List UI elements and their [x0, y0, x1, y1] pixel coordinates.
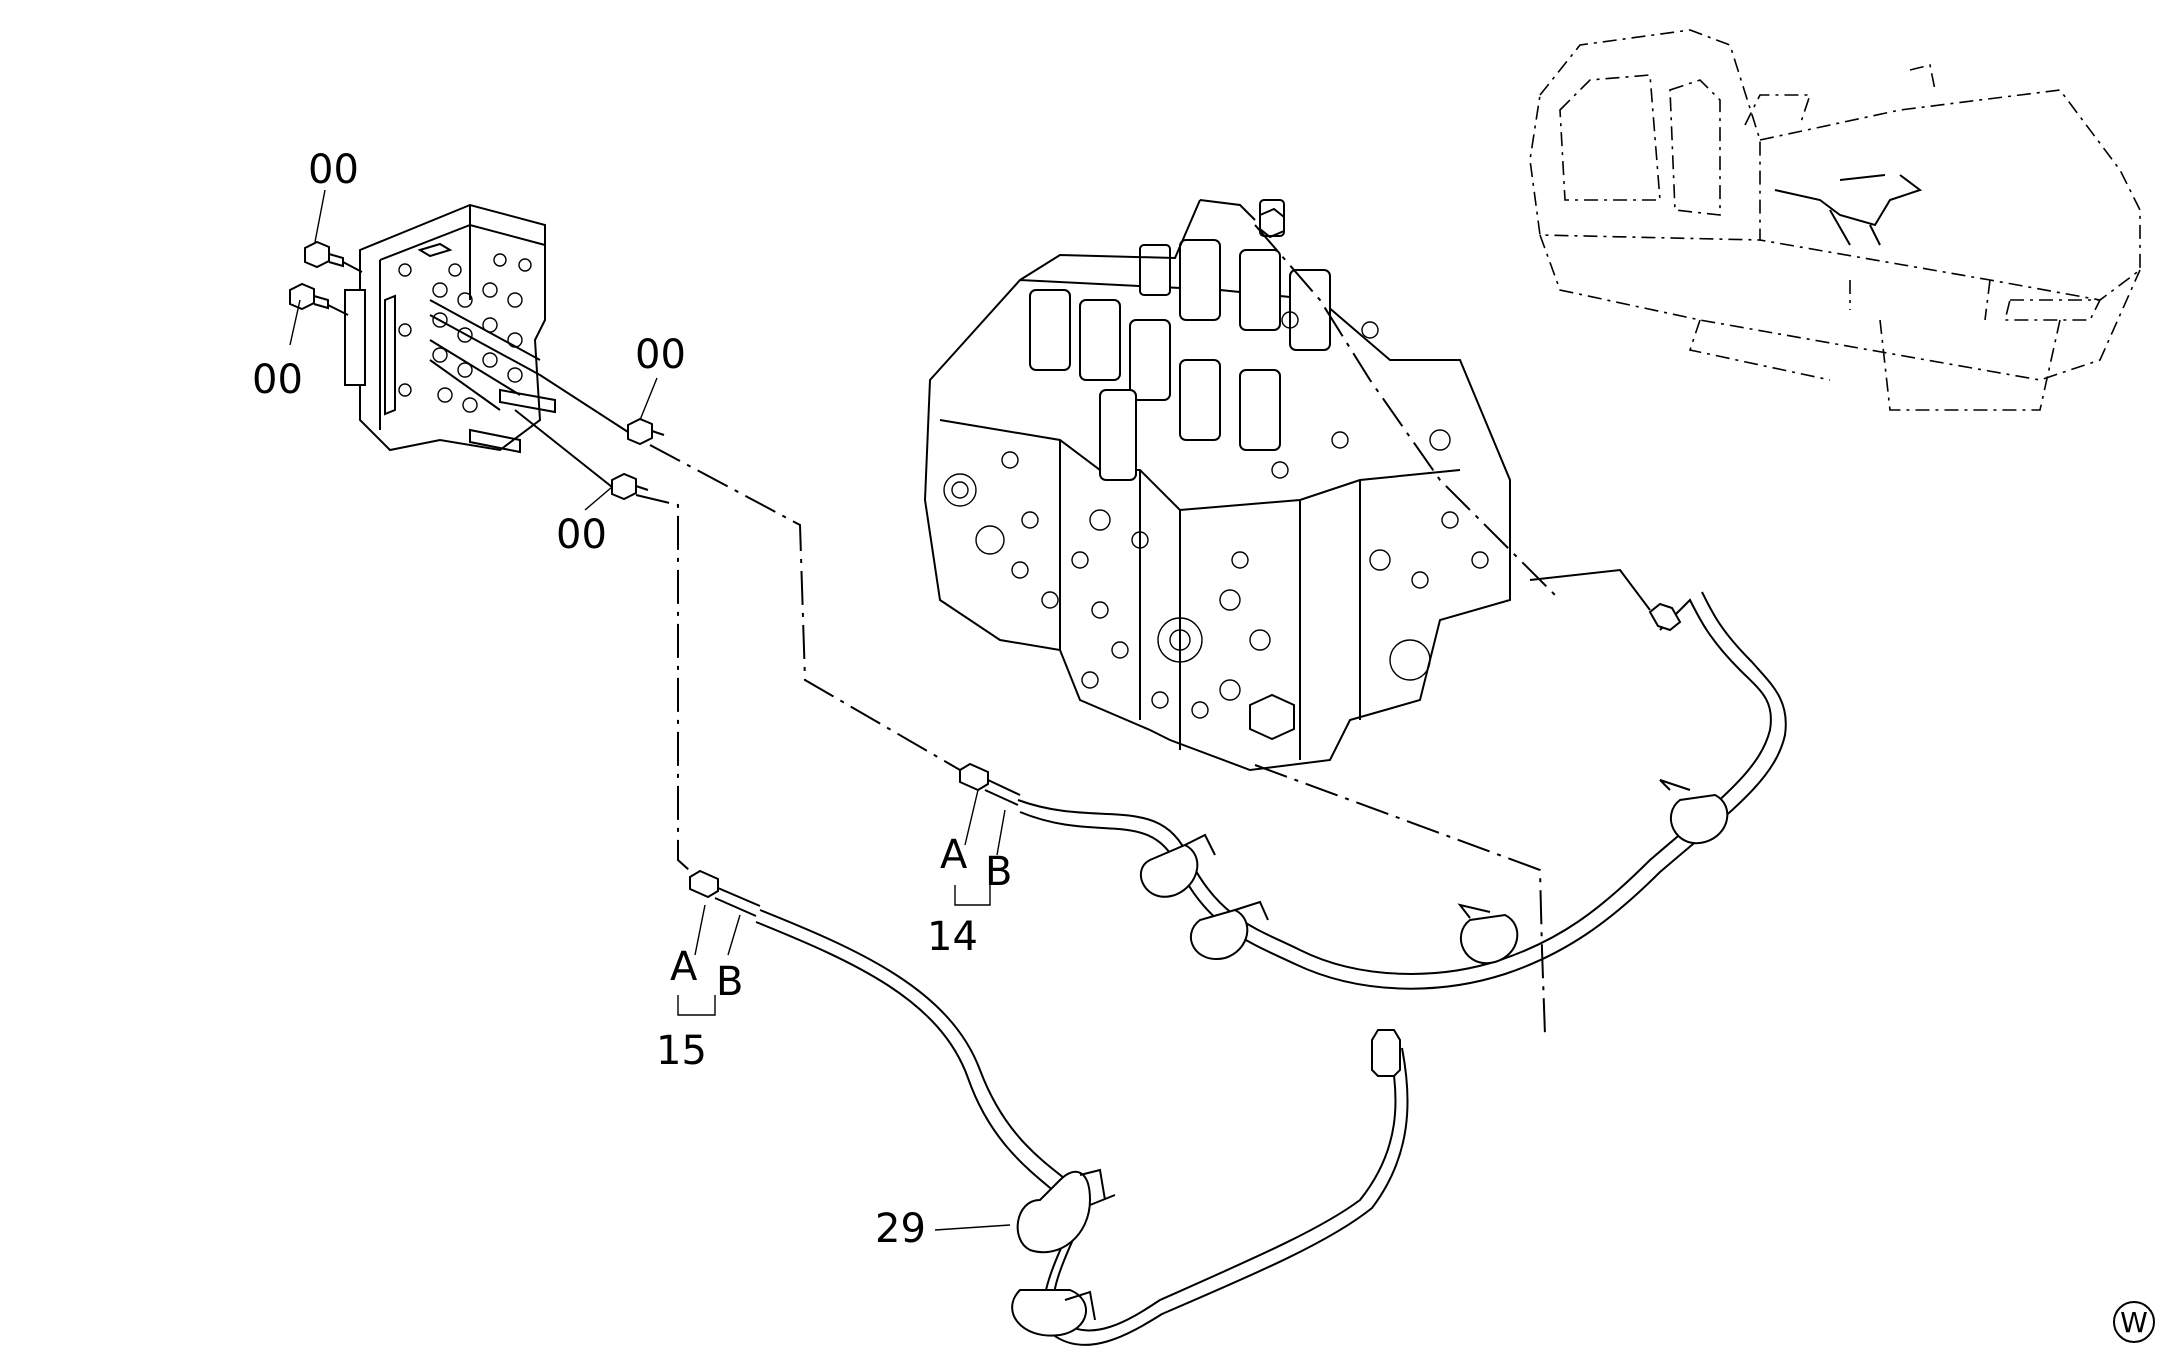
version-mark: W [2113, 1301, 2155, 1343]
clamp-hose14-b[interactable] [1189, 900, 1269, 961]
control-valve [923, 199, 1511, 772]
callout-hose14-port-a: A [940, 832, 968, 878]
version-mark-letter: W [2120, 1306, 2148, 1339]
callout-fitting-top: 00 [308, 147, 359, 193]
callout-fitting-left: 00 [252, 357, 303, 403]
routing-line-right-upper [1529, 568, 1651, 611]
pilot-line-upper [539, 374, 629, 433]
pilot-valve-block [344, 203, 556, 454]
routing-line-15 [635, 494, 701, 881]
clamp-hose14-c[interactable] [1457, 903, 1519, 965]
excavator-outline [1529, 29, 2141, 411]
routing-line-14 [649, 444, 961, 771]
leaders [289, 189, 1011, 1231]
fitting-mid[interactable] [627, 417, 665, 446]
callout-hose15-number: 15 [656, 1028, 707, 1074]
callout-fitting-mid: 00 [635, 332, 686, 378]
callout-clamp-29: 29 [875, 1206, 926, 1252]
fitting-left[interactable] [289, 282, 349, 316]
pilot-line-lower [514, 409, 613, 488]
clamp-hose14-d[interactable] [1659, 779, 1729, 845]
callout-hose14-port-b: B [985, 849, 1012, 895]
clamp-hose14-a[interactable] [1139, 833, 1216, 898]
clamp-29[interactable] [1016, 1168, 1116, 1254]
callout-hose15-port-a: A [670, 944, 698, 990]
routing-line-upper-right [1254, 224, 1561, 601]
callout-hose15-port-b: B [716, 959, 743, 1005]
fitting-low[interactable] [611, 472, 649, 501]
clamp-lower[interactable] [1011, 1289, 1096, 1337]
callout-fitting-low: 00 [556, 512, 607, 558]
routing-line-main-right [1254, 764, 1546, 1036]
hose-15[interactable] [689, 869, 1409, 1346]
callout-hose14-number: 14 [927, 914, 978, 960]
fitting-top[interactable] [304, 240, 363, 273]
